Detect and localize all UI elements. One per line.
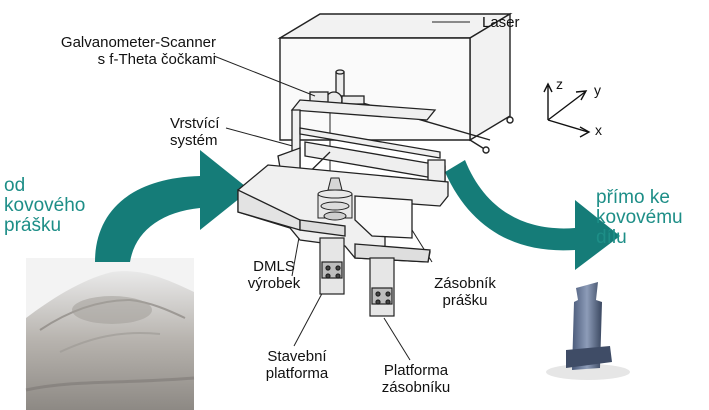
output-flow-arrow [445, 160, 620, 270]
recoater-label: Vrstvící systém [170, 115, 219, 149]
powder-hopper-label-line2: prášku [442, 292, 488, 309]
input-flow-arrow [95, 150, 250, 262]
build-platform-label-line2: platforma [265, 365, 329, 382]
build-platform-piston [319, 237, 345, 295]
powder-hopper-label-line1: Zásobník [434, 275, 496, 292]
galvanometer-label: Galvanometer-Scanner s f-Theta čočkami [34, 34, 216, 68]
galvanometer-label-line2: s f-Theta čočkami [97, 51, 216, 68]
from-powder-line1: od [4, 175, 26, 196]
hopper-platform-piston [369, 257, 395, 317]
axis-y-label: y [594, 82, 601, 98]
metal-powder-image [25, 258, 195, 410]
laser-label: Laser [482, 14, 520, 31]
to-part-line2: kovovému [596, 207, 683, 228]
powder-hopper-label: Zásobník prášku [420, 275, 510, 309]
galvanometer-label-line1: Galvanometer-Scanner [60, 34, 216, 51]
recoater-label-line2: systém [170, 132, 218, 149]
hopper-platform-label: Platforma zásobníku [366, 362, 466, 396]
finished-metal-part [546, 282, 630, 380]
coordinate-axes [543, 82, 591, 138]
recoater-label-line1: Vrstvící [170, 115, 220, 132]
axis-x-label: x [595, 122, 602, 138]
to-part-label: přímo ke kovovému dílu [596, 188, 683, 248]
axis-z-label: z [556, 76, 563, 92]
build-platform-label-line1: Stavební [267, 348, 327, 365]
dmls-part-label-line2: výrobek [247, 275, 301, 292]
hopper-platform-label-line1: Platforma [383, 362, 449, 379]
from-powder-line2: kovového [4, 195, 86, 216]
to-part-line1: přímo ke [596, 187, 670, 208]
dmls-part [317, 177, 353, 221]
hopper-platform-label-line2: zásobníku [381, 379, 451, 396]
dmls-part-label: DMLS výrobek [234, 258, 314, 292]
from-powder-line3: prášku [4, 215, 62, 236]
to-part-line3: dílu [596, 227, 627, 248]
build-platform-label: Stavební platforma [252, 348, 342, 382]
from-powder-label: od kovového prášku [4, 176, 85, 236]
dmls-part-label-line1: DMLS [253, 258, 295, 275]
